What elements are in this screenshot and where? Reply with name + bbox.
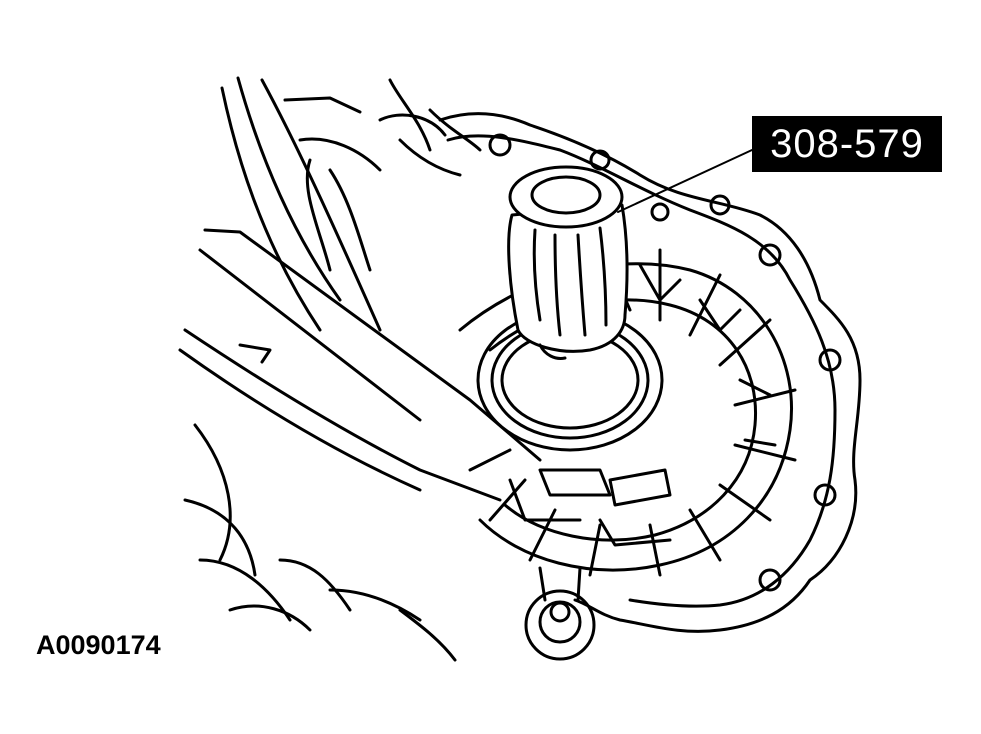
- special-tool: [507, 165, 629, 360]
- bolt-holes: [488, 133, 842, 592]
- tool-number-callout: 308-579: [752, 116, 942, 172]
- housing-flange: [438, 112, 862, 633]
- casing-lower-lines: [183, 423, 457, 662]
- casing-upper-lines: [220, 76, 482, 332]
- figure-id-label: A0090174: [36, 630, 161, 660]
- drain-plug: [524, 566, 596, 661]
- bracket-arms: [178, 228, 542, 502]
- callout-leader-line: [617, 149, 753, 213]
